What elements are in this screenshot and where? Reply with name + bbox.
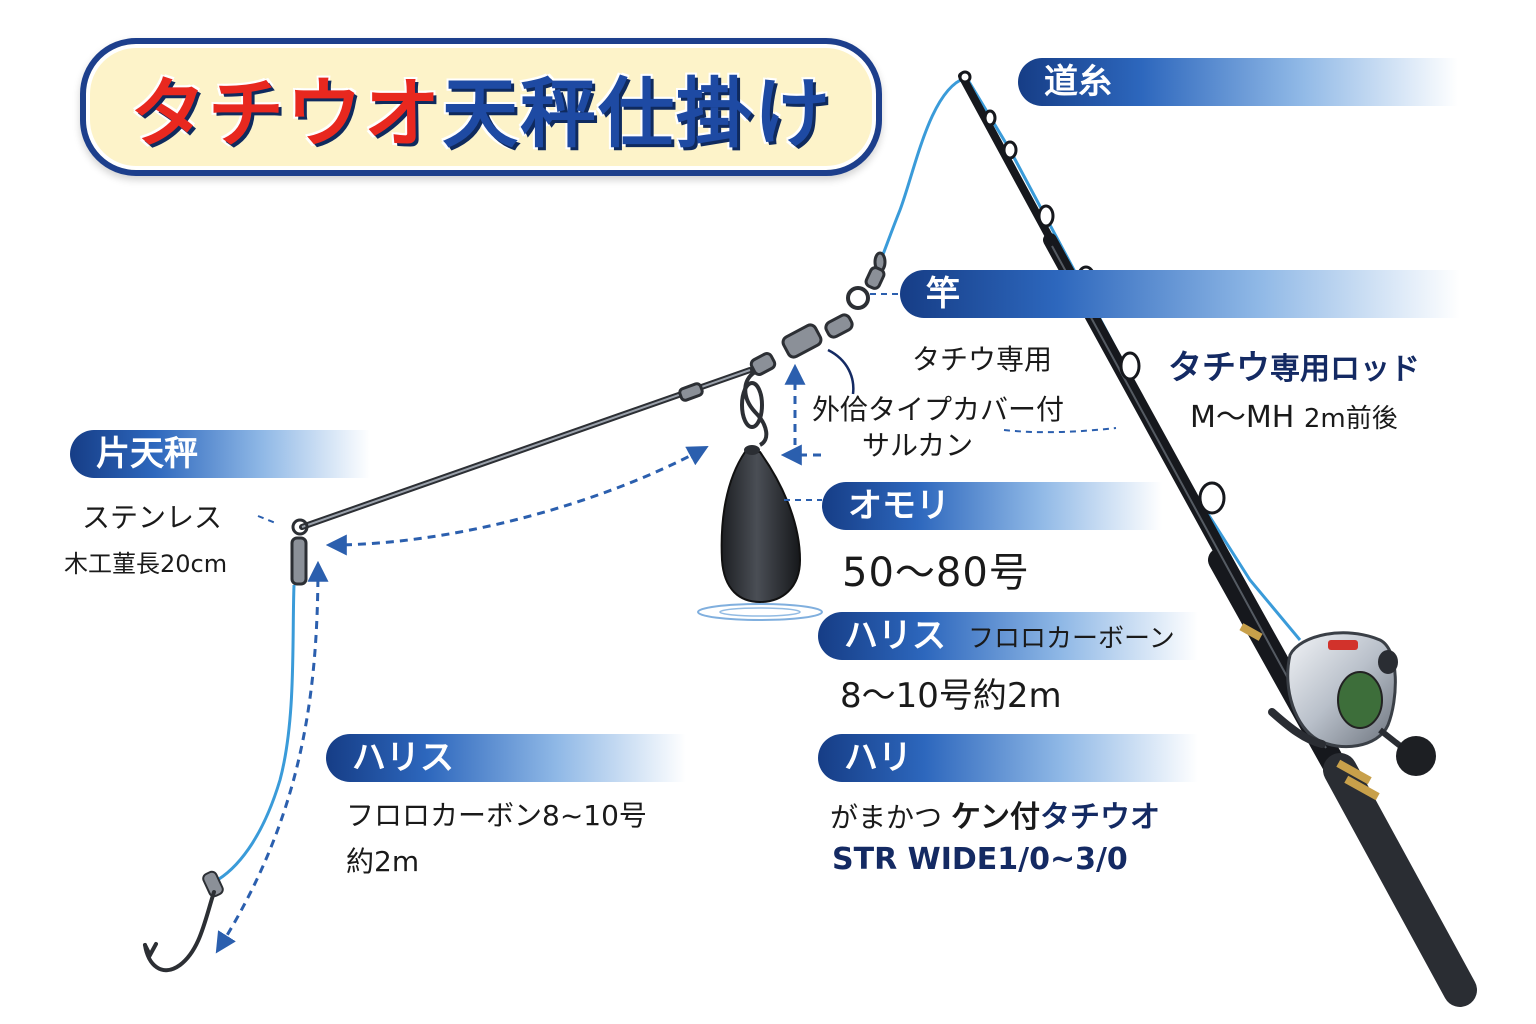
hook-model: STR WIDE1/0~3/0 — [832, 842, 1128, 877]
rod-spec-length: 2m前後 — [1303, 404, 1398, 434]
main-line — [878, 76, 966, 263]
hook — [143, 870, 224, 973]
hook-name-a: ケン付 — [950, 800, 1041, 835]
swivel-name: サルカン — [862, 429, 974, 462]
label-michiito: 道糸 — [1018, 58, 1458, 106]
label-harisu-upper-material: フロロカーボーン — [968, 624, 1175, 654]
label-hari: ハリ — [818, 734, 1198, 782]
reel — [1268, 631, 1436, 776]
label-harisu-lower: ハリス — [326, 734, 686, 782]
tenbin-end-swivel — [290, 382, 704, 586]
sinker-weight: 50～80号 — [842, 550, 1030, 596]
sinker-snap — [740, 370, 769, 447]
leader-lower-length: 約2m — [346, 845, 420, 878]
title-part-species: タチウオ — [129, 68, 442, 159]
rod-product: タチウ専用ロッド — [1168, 340, 1420, 389]
rod-spec: M～MH 2m前後 — [1190, 392, 1398, 436]
dimension-arrows — [215, 363, 822, 954]
callout-lines — [257, 293, 1117, 525]
label-michiito-text: 道糸 — [1044, 62, 1112, 102]
label-harisu-lower-text: ハリス — [352, 738, 454, 778]
label-katatenbin-text: 片天秤 — [96, 434, 198, 474]
leader-line — [213, 584, 296, 884]
swivel-chain — [749, 251, 887, 376]
rod-spec-power: M～MH — [1190, 400, 1295, 435]
sinker — [697, 445, 823, 621]
label-harisu-upper: ハリスフロロカーボーン — [818, 612, 1198, 660]
label-omori-text: オモリ — [848, 486, 950, 526]
hook-spec: がまかつ ケン付タチウオ — [830, 792, 1160, 836]
rod-product-b: 専用ロッド — [1270, 352, 1420, 387]
tenbin-length: 木工菫長20cm — [64, 550, 228, 578]
leader-upper-spec: 8～10号約2m — [840, 676, 1062, 716]
title-banner: タチウオ天秤仕掛け — [80, 38, 882, 176]
label-hari-text: ハリ — [844, 738, 912, 778]
label-katatenbin: 片天秤 — [70, 430, 370, 478]
hook-name-b: タチウオ — [1040, 800, 1161, 835]
label-sao-text: 竿 — [926, 274, 960, 314]
label-harisu-upper-text: ハリス — [844, 616, 946, 656]
hook-brand: がまかつ — [830, 801, 943, 834]
swivel-type: 外佮タイプカバー付 — [812, 393, 1065, 426]
page-title: タチウオ天秤仕掛け — [129, 52, 832, 162]
label-sao: 竿 — [900, 270, 1460, 318]
rod-product-a: タチウ — [1168, 348, 1270, 388]
title-part-rig: 天秤仕掛け — [441, 68, 832, 159]
label-omori: オモリ — [822, 482, 1162, 530]
leader-lower-spec: フロロカーボン8~10号 — [346, 799, 647, 832]
swivel-callout — [827, 348, 855, 395]
rod-purpose: タチウ専用 — [912, 343, 1053, 376]
tenbin-material: ステンレス — [82, 501, 223, 534]
